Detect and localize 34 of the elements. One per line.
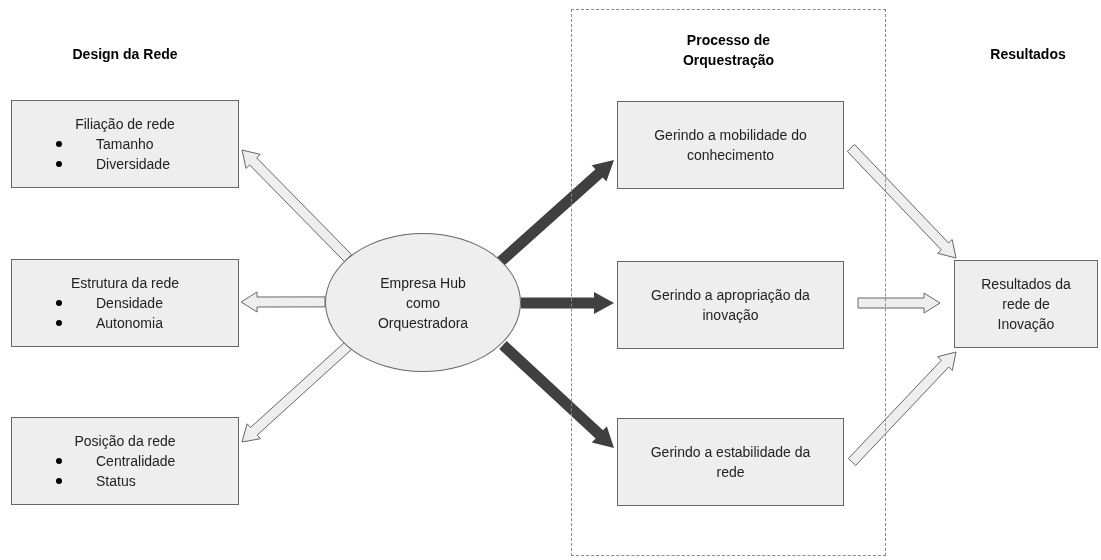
node-text: Resultados da rede de Inovação bbox=[980, 275, 1072, 334]
process-box bbox=[617, 418, 844, 506]
group-heading: Processo de Orquestração bbox=[681, 31, 775, 70]
column-heading: Design da Rede bbox=[71, 45, 179, 64]
bullet-item: Status bbox=[96, 472, 136, 491]
list-box bbox=[11, 100, 239, 188]
block-arrow bbox=[496, 160, 614, 267]
column-heading: Resultados bbox=[989, 45, 1067, 64]
bullet-item: Centralidade bbox=[96, 452, 176, 471]
bullet-item: Densidade bbox=[96, 294, 163, 313]
block-arrow bbox=[521, 292, 614, 314]
bullet-item: Diversidade bbox=[96, 155, 170, 174]
block-arrow bbox=[499, 341, 614, 448]
list-box bbox=[11, 259, 239, 347]
block-arrow bbox=[857, 292, 941, 314]
node-text: Gerindo a mobilidade do conhecimento bbox=[653, 126, 808, 165]
block-arrow bbox=[847, 351, 957, 466]
block-arrow bbox=[241, 149, 352, 262]
process-box bbox=[617, 101, 844, 189]
block-arrow bbox=[240, 291, 326, 313]
node-text: Empresa Hub como Orquestradora bbox=[377, 273, 469, 333]
box-heading: Posição da rede bbox=[73, 432, 177, 451]
list-box bbox=[11, 417, 239, 505]
box-heading: Estrutura da rede bbox=[69, 274, 181, 293]
bullet-item: Tamanho bbox=[96, 135, 154, 154]
block-arrow bbox=[846, 144, 957, 259]
node-text: Gerindo a apropriação da inovação bbox=[650, 286, 811, 325]
node-text: Gerindo a estabilidade da rede bbox=[649, 443, 812, 482]
process-box bbox=[617, 261, 844, 349]
block-arrow bbox=[241, 341, 352, 443]
process-box bbox=[954, 260, 1098, 348]
box-heading: Filiação de rede bbox=[74, 115, 176, 134]
bullet-item: Autonomia bbox=[96, 314, 163, 333]
dashed-group-frame bbox=[571, 9, 886, 556]
